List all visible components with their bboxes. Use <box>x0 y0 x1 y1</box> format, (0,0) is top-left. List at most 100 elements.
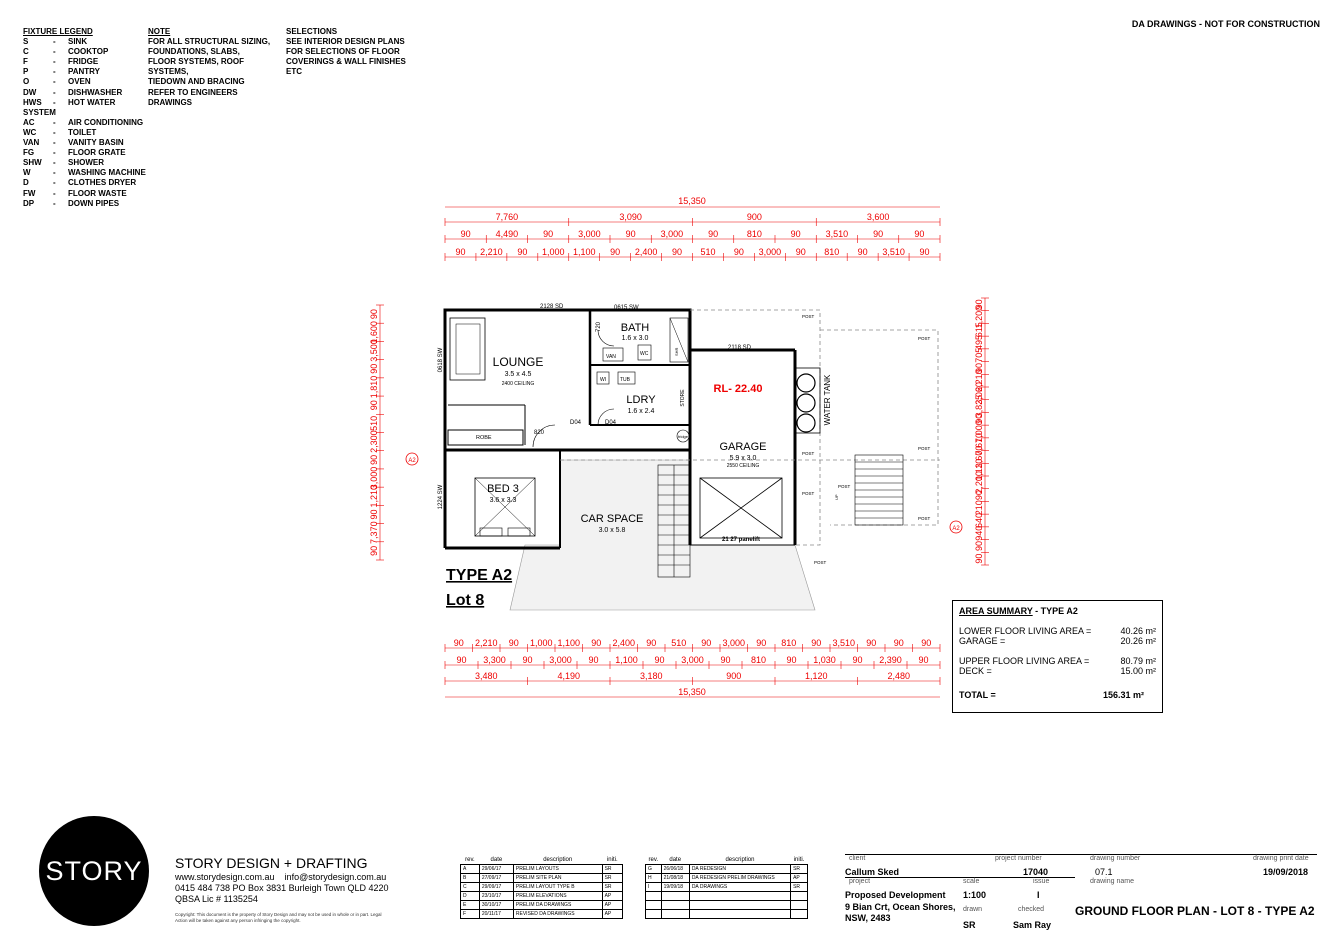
area-summary-title: AREA SUMMARY - TYPE A2 <box>959 606 1078 616</box>
legend-code: WC <box>23 127 37 137</box>
dimension-label: 90 <box>369 509 379 519</box>
vanity-label: VAN <box>606 354 616 360</box>
dimension-label: 90 <box>369 309 379 319</box>
rev-cell: 23/10/17 <box>478 891 514 901</box>
legend-code: P <box>23 67 29 77</box>
scale-label: scale <box>963 878 980 885</box>
dimension-label: 3,060 <box>974 382 984 405</box>
rev-cell <box>790 891 808 901</box>
project-number-label: project number <box>995 855 1042 862</box>
door-swing <box>597 408 615 426</box>
selections-line: ETC <box>286 67 302 77</box>
dimension-label: 1,110 <box>974 459 984 481</box>
dimension-label: 3,825 <box>974 395 984 418</box>
rev-cell: AP <box>790 873 808 883</box>
legend-code: HWS <box>23 97 42 107</box>
dimension-label: 1,200 <box>974 306 984 329</box>
dimension-label: 90 <box>720 655 730 665</box>
window-label: 0618 SW <box>438 347 444 372</box>
dimension-label: 90 <box>852 655 862 665</box>
rev-cell: AP <box>601 900 624 910</box>
dimension-label: 1,000 <box>974 420 984 443</box>
legend-row: DP-DOWN PIPES <box>23 199 146 209</box>
dimension-label: 90 <box>369 455 379 465</box>
rev-cell: DA REDESIGN <box>688 864 792 874</box>
rev-cell: 29/09/17 <box>478 882 514 892</box>
rev-header: initi. <box>790 856 808 865</box>
rev-header: date <box>661 856 690 865</box>
vanity-icon <box>602 347 624 362</box>
dimension-label: 2,480 <box>887 671 910 681</box>
post-label: POST <box>918 446 931 451</box>
dimension-label: 1,100 <box>615 655 638 665</box>
legend-code: W <box>23 168 31 178</box>
rev-cell <box>645 891 662 901</box>
rev-cell: PRELIM ELEVATIONS <box>512 891 603 901</box>
project-address-2: NSW, 2483 <box>845 913 891 923</box>
drawing-name: GROUND FLOOR PLAN - LOT 8 - TYPE A2 <box>1075 904 1315 918</box>
dimension-label: 1,000 <box>542 247 565 257</box>
license: QBSA Lic # 1135254 <box>175 894 258 904</box>
copyright-text: Copyright: This document is the property… <box>175 912 382 923</box>
rev-cell: F <box>460 909 480 919</box>
email-link[interactable]: info@storydesign.com.au <box>284 872 387 882</box>
legend-row: O-OVEN <box>23 77 146 87</box>
rev-cell: DA DRAWINGS <box>688 882 792 892</box>
area-total-row: TOTAL =156.31 m² <box>959 690 1144 700</box>
dimension-label: 90 <box>369 546 379 556</box>
dimension-label: 3,000 <box>681 655 704 665</box>
dimension-label: 90 <box>455 247 465 257</box>
phone-address: 0415 484 738 PO Box 3831 Burleigh Town Q… <box>175 883 389 893</box>
client-name: Callum Sked <box>845 867 900 877</box>
rev-cell: C <box>460 882 480 892</box>
legend-desc: SINK <box>68 37 88 47</box>
rev-cell: 30/10/17 <box>478 900 514 910</box>
dimension-label: 90 <box>858 247 868 257</box>
dimension-label: 2,210 <box>480 247 503 257</box>
post-label: POST <box>838 484 851 489</box>
dimension-label: 90 <box>626 229 636 239</box>
note-line: REFER TO ENGINEERS DRAWINGS <box>148 87 238 107</box>
svg-text:A2: A2 <box>952 526 960 532</box>
dimension-label: 90 <box>461 229 471 239</box>
dimension-label: 2,200 <box>974 471 984 494</box>
legend-code: F <box>23 57 28 67</box>
legend-desc: COOKTOP <box>68 47 109 57</box>
room-name: LDRY <box>626 394 656 406</box>
post-label: POST <box>802 314 815 319</box>
rev-row <box>645 909 808 919</box>
dimension-label: 90 <box>610 247 620 257</box>
website-link[interactable]: www.storydesign.com.au <box>175 872 275 882</box>
dimension-label: 810 <box>781 638 796 648</box>
dimension-label: 3,510 <box>882 247 905 257</box>
legend-dash: - <box>53 168 56 178</box>
dimension-label: 90 <box>796 247 806 257</box>
legend-code: O <box>23 77 30 87</box>
svg-text:A2: A2 <box>408 458 416 464</box>
legend-code: DP <box>23 198 35 208</box>
note-line: FOR ALL STRUCTURAL SIZING, <box>148 37 271 47</box>
project-label: project <box>849 878 871 885</box>
client-label: client <box>849 855 866 862</box>
selections-title: SELECTIONS <box>286 27 338 36</box>
rev-cell <box>688 909 792 919</box>
dimension-label: 2,400 <box>612 638 635 648</box>
company-contact: www.storydesign.com.au info@storydesign.… <box>175 872 389 905</box>
dimension-label: 640 <box>974 513 984 528</box>
legend-dash: - <box>53 178 56 188</box>
window-label: 2128 SD <box>540 304 564 310</box>
sofa-icon <box>449 317 486 381</box>
legend-code: VAN <box>23 138 40 148</box>
rev-header: description <box>689 856 791 865</box>
robe-label: ROBE <box>476 435 492 441</box>
window-label: 1224 SW <box>438 484 444 509</box>
legend-dash: - <box>53 138 56 148</box>
dimension-label: 90 <box>811 638 821 648</box>
